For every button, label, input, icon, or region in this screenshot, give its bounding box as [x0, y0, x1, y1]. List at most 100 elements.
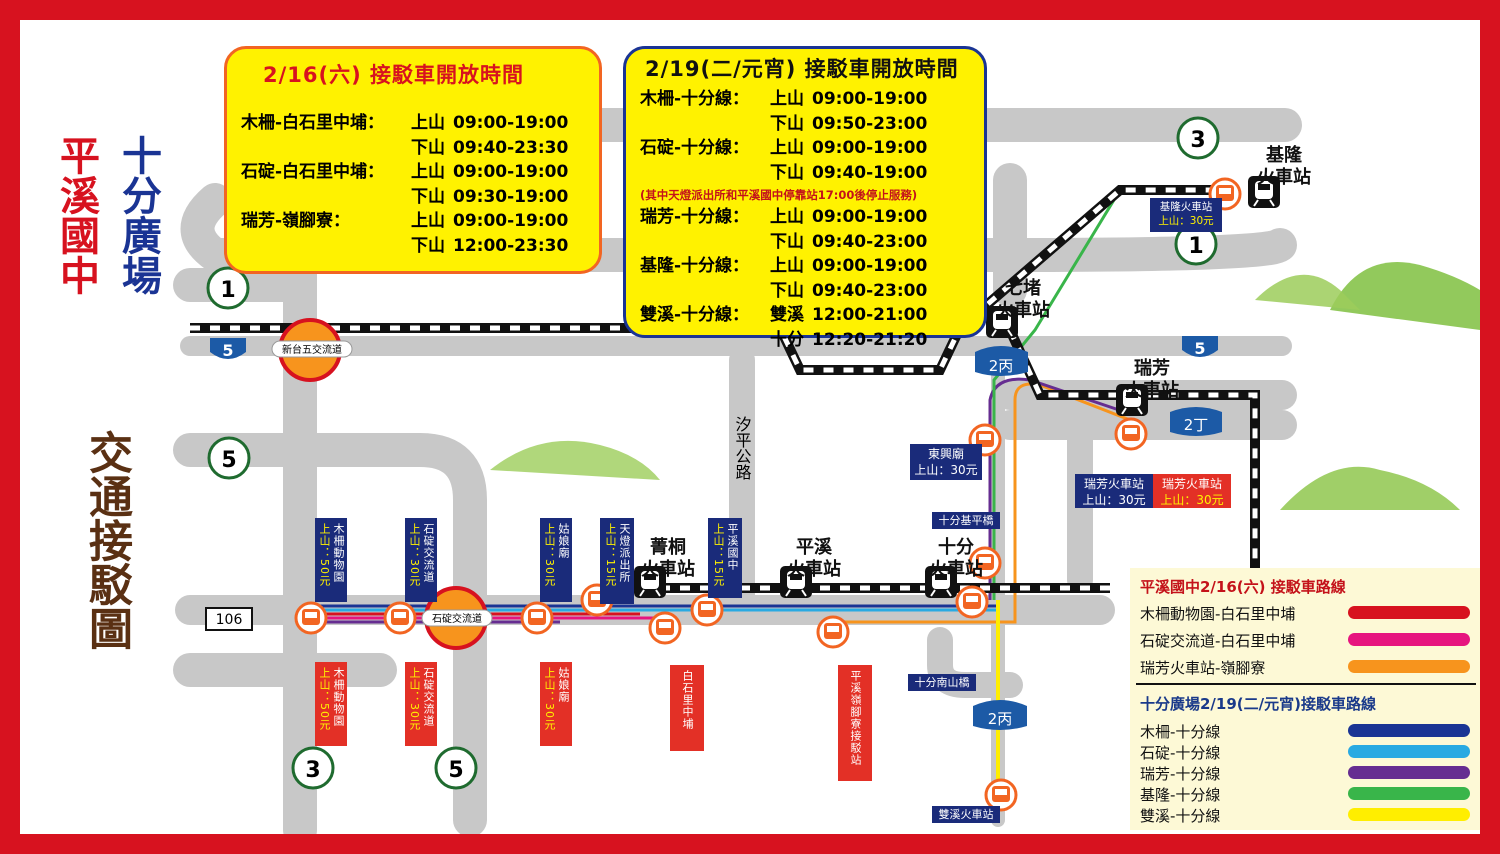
schedule-row: 下山 09:40-23:30: [241, 136, 585, 161]
legend-divider: [1136, 683, 1476, 685]
stop-guniang-temple-top: 姑娘廟上山：30元: [540, 518, 572, 602]
route-legend: 平溪國中2/16(六) 接駁車路線 木柵動物園-白石里中埔 石碇交流道-白石里中…: [1130, 568, 1480, 830]
legend-item: 基隆-十分線: [1140, 786, 1221, 804]
schedule-time: 09:40-23:00: [812, 231, 928, 252]
train-icons: [634, 176, 1280, 598]
stop-shuangxi-station: 雙溪火車站: [932, 806, 1000, 823]
legend-item: 瑞芳火車站-嶺腳寮: [1140, 659, 1266, 677]
schedule-time: 09:00-19:00: [812, 256, 928, 276]
schedule-route: [241, 136, 411, 161]
train-icon-pingxi: [780, 566, 812, 598]
stop-shiding-ic-top: 石碇交流道上山：30元: [405, 518, 437, 602]
svg-text:2丙: 2丙: [988, 710, 1013, 728]
legend-swatch: [1348, 745, 1470, 758]
bus-icon-shiding-ic: [383, 601, 417, 635]
route-5-badge-west: 5: [207, 436, 251, 480]
schedule-direction: 上山: [770, 207, 804, 227]
stop-shifen-nanshan-bridge: 十分南山橋: [908, 674, 976, 691]
schedule-time: 09:50-23:00: [812, 113, 928, 134]
schedule-direction: 下山: [770, 162, 804, 183]
schedule-route: 瑞芳-十分線：: [640, 207, 750, 227]
legend-swatch: [1348, 633, 1470, 646]
stop-ruifang-station-red: 瑞芳火車站上山：30元: [1153, 474, 1231, 508]
stop-muzha-zoo-top: 木柵動物園上山：50元: [315, 518, 347, 602]
schedule-direction: 上山: [411, 162, 445, 182]
train-icon-jingtong: [634, 566, 666, 598]
title-shifen-square: 十分廣場: [115, 135, 161, 295]
schedule-time: 09:00-19:00: [812, 138, 928, 158]
stop-guniang-temple-bottom: 姑娘廟上山：30元: [540, 662, 572, 746]
bus-icon-shifen-nanshan: [955, 585, 989, 619]
hw5-badge-west: 5: [210, 338, 246, 360]
svg-text:2丁: 2丁: [1184, 416, 1209, 434]
station-ruifang: 瑞芳 火車站: [1125, 358, 1179, 401]
schedule-direction: 上山: [770, 89, 804, 109]
bus-icon-shuangxi: [984, 778, 1018, 812]
bus-icon-pingxi-jh: [690, 593, 724, 627]
legend-heading-0219: 十分廣場2/19(二/元宵)接駁車路線: [1140, 695, 1376, 713]
route-badges: 1 5 3 5 3 1 5 5 106 2丙 2丙 2丁: [205, 116, 1222, 790]
schedule-route: 木柵-十分線：: [640, 89, 750, 109]
schedule-direction: 雙溪: [770, 305, 804, 325]
legend-swatch: [1348, 724, 1470, 737]
svg-text:3: 3: [1190, 128, 1205, 153]
bus-icon-ruifang: [1114, 417, 1148, 451]
legend-swatch: [1348, 787, 1470, 800]
train-icon-qidu: [986, 306, 1018, 338]
schedule-route: 基隆-十分線：: [640, 256, 750, 276]
schedule-time: 09:30-19:00: [453, 186, 569, 207]
legend-swatch: [1348, 766, 1470, 779]
route-3-badge-north: 3: [1176, 116, 1220, 160]
schedule-time: 12:20-21:20: [812, 329, 928, 350]
legend-item: 木柵動物園-白石里中埔: [1140, 605, 1296, 623]
schedule-direction: 下山: [411, 186, 445, 207]
title-main: 交通接駁圖: [81, 430, 132, 650]
schedule-time: 09:40-23:30: [453, 137, 569, 158]
schedule-route: 石碇-十分線：: [640, 138, 750, 158]
stop-tiandeng-police: 天燈派出所上山：15元: [600, 518, 634, 604]
box2-title: 2/19(二/元宵) 接駁車開放時間: [645, 57, 959, 81]
legend-item: 石碇-十分線: [1140, 744, 1221, 762]
stop-ruifang-station-navy: 瑞芳火車站上山：30元: [1075, 474, 1153, 508]
route-2bing-badge-south: 2丙: [973, 700, 1027, 730]
legend-item: 石碇交流道-白石里中埔: [1140, 632, 1296, 650]
route-1-badge-west: 1: [206, 266, 250, 310]
schedule-direction: 上山: [770, 256, 804, 276]
stop-pingxi-junior-high: 平溪國中上山：15元: [708, 518, 742, 598]
schedule-time: 09:40-23:00: [812, 280, 928, 301]
schedule-time: 12:00-21:00: [812, 305, 928, 325]
hw5-badge-east: 5: [1182, 336, 1218, 358]
schedule-route: [640, 230, 770, 255]
box1-title: 2/16(六) 接駁車開放時間: [263, 63, 525, 87]
schedule-time: 09:00-19:00: [453, 211, 569, 231]
schedule-time: 09:00-19:00: [453, 162, 569, 182]
schedule-time: 09:00-19:00: [812, 207, 928, 227]
stop-shifen-jiping-bridge: 十分基平橋: [932, 512, 1000, 529]
schedule-direction: 下山: [770, 113, 804, 134]
schedule-time: 09:00-19:00: [812, 89, 928, 109]
legend-item: 木柵-十分線: [1140, 723, 1221, 741]
schedule-route: [241, 234, 411, 259]
station-pingxi: 平溪 火車站: [787, 537, 841, 580]
interchange-shiding: 石碇交流道: [421, 586, 493, 650]
road-label-xiping: 汐平公路: [733, 416, 752, 480]
mountain-decor: [490, 262, 1480, 510]
stop-dongxing-temple: 東興廟上山：30元: [910, 444, 982, 480]
interchange-shiding-label: 石碇交流道: [432, 612, 482, 625]
legend-swatch: [1348, 660, 1470, 673]
schedule-direction: 十分: [770, 329, 804, 350]
schedule-direction: 下山: [411, 137, 445, 158]
schedule-row: 十分 12:20-21:20: [640, 328, 970, 353]
train-icon-ruifang: [1116, 384, 1148, 416]
schedule-route: [640, 112, 770, 137]
schedule-time: 09:40-19:00: [812, 162, 928, 183]
legend-swatch: [1348, 808, 1470, 821]
route-106-badge: 106: [205, 607, 253, 631]
station-shifen: 十分 火車站: [929, 537, 983, 580]
